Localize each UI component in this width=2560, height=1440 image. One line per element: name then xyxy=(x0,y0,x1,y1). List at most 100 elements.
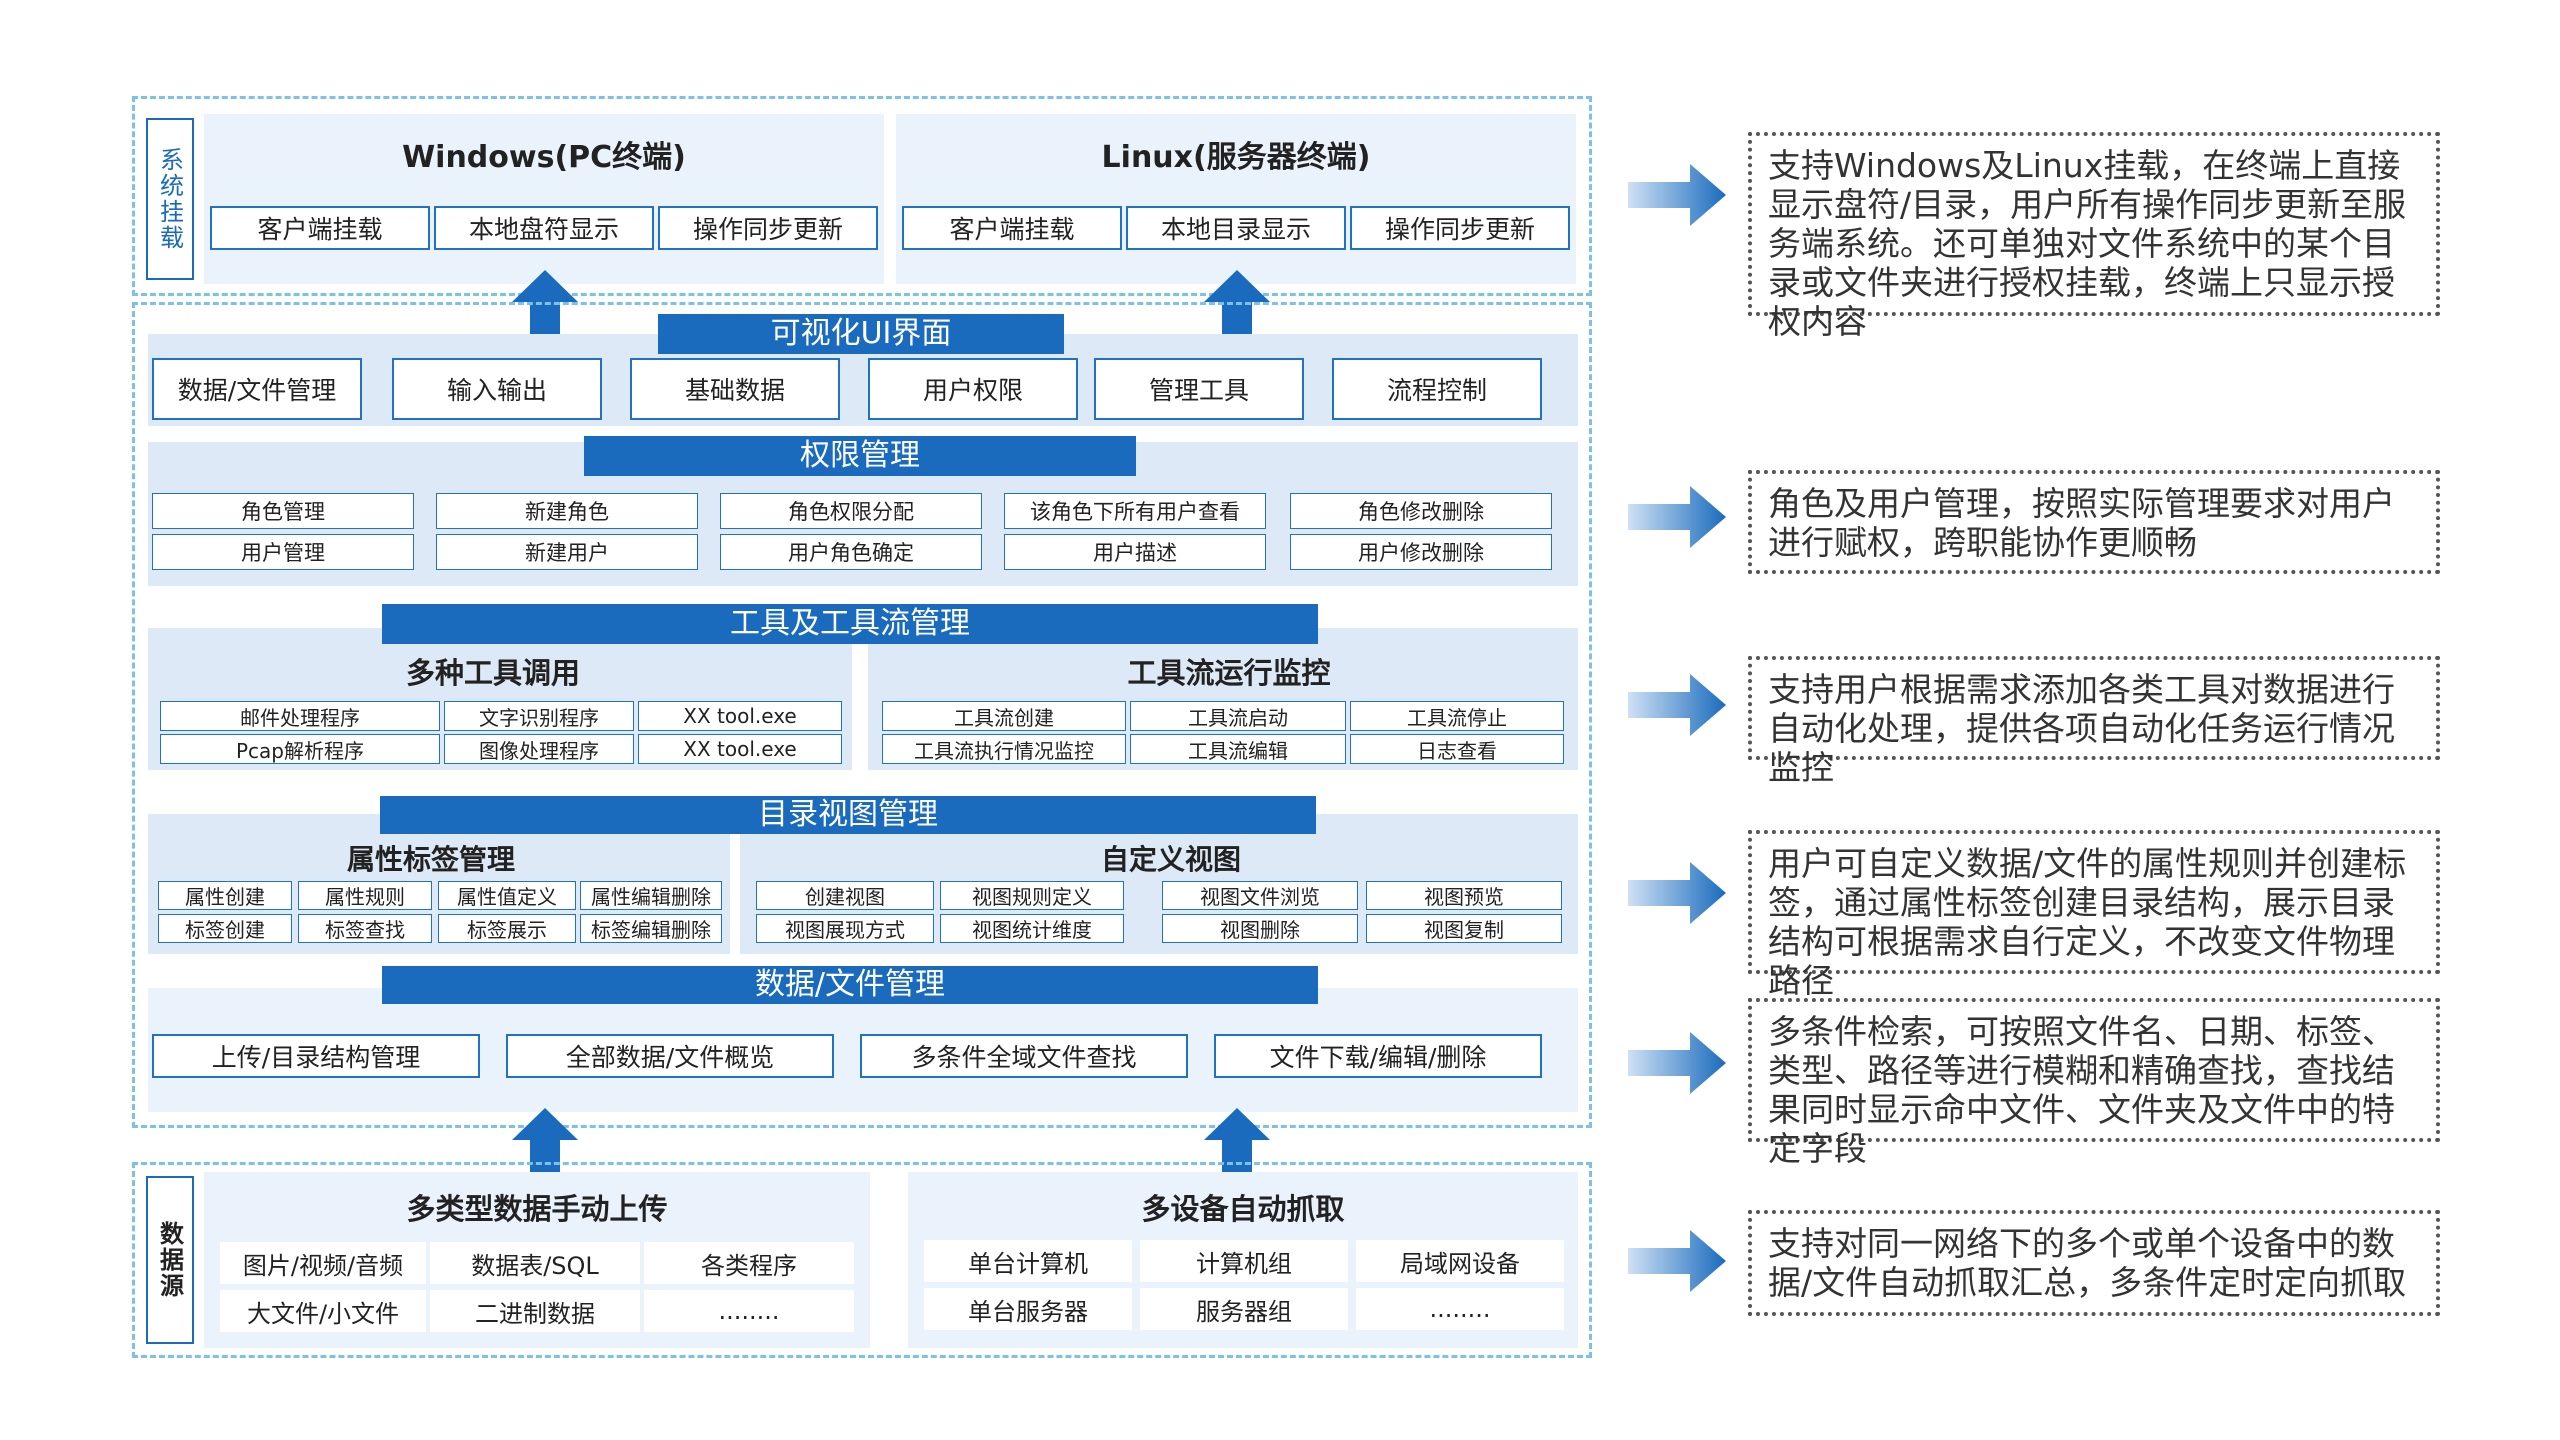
tag-show: 标签展示 xyxy=(438,914,576,943)
view-browse: 视图文件浏览 xyxy=(1162,881,1358,910)
source-more-1: ........ xyxy=(644,1290,854,1332)
note-perm: 角色及用户管理，按照实际管理要求对用户进行赋权，跨职能协作更顺畅 xyxy=(1748,470,2440,574)
source-manual-panel: 多类型数据手动上传 图片/视频/音频 数据表/SQL 各类程序 大文件/小文件 … xyxy=(204,1172,870,1348)
tools-right-title: 工具流运行监控 xyxy=(1127,656,1331,690)
linux-item-sync: 操作同步更新 xyxy=(1350,206,1570,250)
flow-create: 工具流创建 xyxy=(882,701,1126,731)
windows-panel: Windows(PC终端) 客户端挂载 本地盘符显示 操作同步更新 xyxy=(204,114,884,284)
view-display: 视图展现方式 xyxy=(756,914,934,943)
flow-start: 工具流启动 xyxy=(1130,701,1346,731)
source-pc-group: 计算机组 xyxy=(1140,1240,1348,1282)
datamgmt-search: 多条件全域文件查找 xyxy=(860,1034,1188,1078)
datamgmt-banner: 数据/文件管理 xyxy=(382,966,1318,1004)
attr-create: 属性创建 xyxy=(158,881,292,910)
source-media: 图片/视频/音频 xyxy=(220,1242,426,1284)
note-tools: 支持用户根据需求添加各类工具对数据进行自动化处理，提供各项自动化任务运行情况监控 xyxy=(1748,656,2440,787)
catalog-right-title: 自定义视图 xyxy=(1100,843,1241,876)
catalog-banner: 目录视图管理 xyxy=(380,796,1316,834)
ui-item-io: 输入输出 xyxy=(392,358,602,420)
up-arrow-icon xyxy=(512,1108,578,1174)
windows-title: Windows(PC终端) xyxy=(402,140,686,175)
view-preview: 视图预览 xyxy=(1366,881,1562,910)
attr-rule: 属性规则 xyxy=(298,881,432,910)
perm-user-role: 用户角色确定 xyxy=(720,534,982,570)
view-rule: 视图规则定义 xyxy=(940,881,1124,910)
perm-user-desc: 用户描述 xyxy=(1004,534,1266,570)
windows-item-drive: 本地盘符显示 xyxy=(434,206,654,250)
ui-item-tools: 管理工具 xyxy=(1094,358,1304,420)
datamgmt-overview: 全部数据/文件概览 xyxy=(506,1034,834,1078)
right-arrow-icon xyxy=(1628,674,1726,736)
attr-value: 属性值定义 xyxy=(438,881,576,910)
perm-role-users: 该角色下所有用户查看 xyxy=(1004,493,1266,529)
datamgmt-download: 文件下载/编辑/删除 xyxy=(1214,1034,1542,1078)
tag-create: 标签创建 xyxy=(158,914,292,943)
linux-title: Linux(服务器终端) xyxy=(1101,140,1371,175)
ui-item-data: 数据/文件管理 xyxy=(152,358,362,420)
perm-role-edit: 角色修改删除 xyxy=(1290,493,1552,529)
perm-banner: 权限管理 xyxy=(584,436,1136,476)
perm-new-user: 新建用户 xyxy=(436,534,698,570)
tool-image: 图像处理程序 xyxy=(444,734,634,764)
source-server-group: 服务器组 xyxy=(1140,1288,1348,1330)
flow-stop: 工具流停止 xyxy=(1350,701,1564,731)
linux-panel: Linux(服务器终端) 客户端挂载 本地目录显示 操作同步更新 xyxy=(896,114,1576,284)
attr-edit: 属性编辑删除 xyxy=(580,881,722,910)
source-more-2: ........ xyxy=(1356,1288,1564,1330)
perm-role-assign: 角色权限分配 xyxy=(720,493,982,529)
note-catalog: 用户可自定义数据/文件的属性规则并创建标签，通过属性标签创建目录结构，展示目录结… xyxy=(1748,830,2440,1000)
note-source: 支持对同一网络下的多个或单个设备中的数据/文件自动抓取汇总，多条件定时定向抓取 xyxy=(1748,1210,2440,1316)
tool-ocr: 文字识别程序 xyxy=(444,701,634,731)
source-auto-panel: 多设备自动抓取 单台计算机 计算机组 局域网设备 单台服务器 服务器组 ....… xyxy=(908,1172,1578,1348)
ui-item-basic: 基础数据 xyxy=(630,358,840,420)
source-auto-title: 多设备自动抓取 xyxy=(1141,1192,1345,1226)
ui-item-perm: 用户权限 xyxy=(868,358,1078,420)
source-side-label: 数据源 xyxy=(146,1176,194,1344)
tools-banner: 工具及工具流管理 xyxy=(382,604,1318,644)
tag-edit: 标签编辑删除 xyxy=(580,914,722,943)
catalog-left-title: 属性标签管理 xyxy=(346,843,515,876)
source-programs: 各类程序 xyxy=(644,1242,854,1284)
flow-log: 日志查看 xyxy=(1350,734,1564,764)
right-arrow-icon xyxy=(1628,1032,1726,1094)
source-frame xyxy=(132,1162,1592,1358)
perm-user-edit: 用户修改删除 xyxy=(1290,534,1552,570)
flow-edit: 工具流编辑 xyxy=(1130,734,1346,764)
ui-banner: 可视化UI界面 xyxy=(658,314,1064,354)
perm-role-manage: 角色管理 xyxy=(152,493,414,529)
ui-item-flow: 流程控制 xyxy=(1332,358,1542,420)
view-copy: 视图复制 xyxy=(1366,914,1562,943)
tools-left-title: 多种工具调用 xyxy=(405,656,580,690)
view-create: 创建视图 xyxy=(756,881,934,910)
note-search: 多条件检索，可按照文件名、日期、标签、类型、路径等进行模糊和精确查找，查找结果同… xyxy=(1748,998,2440,1168)
source-sql: 数据表/SQL xyxy=(430,1242,640,1284)
datamgmt-upload: 上传/目录结构管理 xyxy=(152,1034,480,1078)
source-binary: 二进制数据 xyxy=(430,1290,640,1332)
source-pc: 单台计算机 xyxy=(924,1240,1132,1282)
view-delete: 视图删除 xyxy=(1162,914,1358,943)
tool-exe-1: XX tool.exe xyxy=(638,701,842,731)
source-lan: 局域网设备 xyxy=(1356,1240,1564,1282)
windows-item-sync: 操作同步更新 xyxy=(658,206,878,250)
perm-user-manage: 用户管理 xyxy=(152,534,414,570)
source-files: 大文件/小文件 xyxy=(220,1290,426,1332)
right-arrow-icon xyxy=(1628,164,1726,226)
right-arrow-icon xyxy=(1628,486,1726,548)
tool-exe-2: XX tool.exe xyxy=(638,734,842,764)
tool-mail: 邮件处理程序 xyxy=(160,701,440,731)
source-manual-title: 多类型数据手动上传 xyxy=(406,1192,668,1226)
tag-search: 标签查找 xyxy=(298,914,432,943)
up-arrow-icon xyxy=(1204,1108,1270,1174)
platform-frame xyxy=(132,302,1592,1128)
tool-pcap: Pcap解析程序 xyxy=(160,734,440,764)
linux-item-mount: 客户端挂载 xyxy=(902,206,1122,250)
view-stats: 视图统计维度 xyxy=(940,914,1124,943)
mount-frame xyxy=(132,96,1592,296)
windows-item-mount: 客户端挂载 xyxy=(210,206,430,250)
linux-item-dir: 本地目录显示 xyxy=(1126,206,1346,250)
mount-side-label: 系统挂载 xyxy=(146,118,194,280)
note-mount: 支持Windows及Linux挂载，在终端上直接显示盘符/目录，用户所有操作同步… xyxy=(1748,132,2440,341)
right-arrow-icon xyxy=(1628,862,1726,924)
perm-new-role: 新建角色 xyxy=(436,493,698,529)
right-arrow-icon xyxy=(1628,1230,1726,1292)
